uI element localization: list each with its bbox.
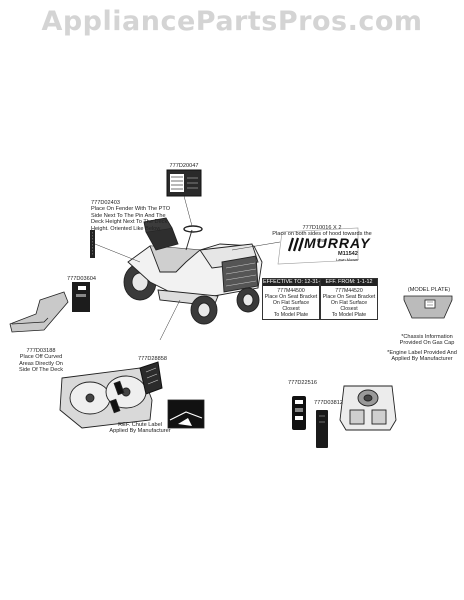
decal-777d03812 (316, 410, 328, 448)
note-engine-label: *Engine Label Provided And Applied By Ma… (387, 350, 457, 363)
decal-murray (277, 227, 359, 265)
murray-model: M11542 (338, 251, 358, 257)
effective-box-2-header: EFF. FROM: 1-1-12 (321, 279, 377, 286)
chute-label-diagram (167, 399, 205, 429)
effective-box-1-header: EFFECTIVE TO: 12-31-11 (263, 279, 326, 286)
part-label-777d03604: 777D03604 (67, 276, 96, 282)
dash-panel (339, 385, 397, 431)
decal-777d20047 (166, 169, 202, 197)
part-label-777d20047: 777D20047 (169, 163, 199, 169)
decal-777d02403 (90, 230, 95, 258)
mower-deck (59, 367, 153, 429)
part-label-ref-chute: REF. Chute Label Applied By Manufacturer (109, 422, 171, 435)
watermark: AppliancePartsPros.com (41, 6, 423, 37)
effective-box-1-text: 777M44500 Place On Seat Bracket On Flat … (264, 288, 318, 318)
decal-777d22516 (292, 396, 306, 430)
decal-777d28858 (139, 361, 163, 395)
part-label-777d03188: 777D03188 Place Off Curved Areas Directl… (18, 348, 64, 374)
part-label-777d03812: 777D03812 (314, 400, 343, 406)
effective-box-1: EFFECTIVE TO: 12-31-11 777M44500 Place O… (262, 278, 326, 320)
part-label-777d02403: 777D02403 Place On Fender With The PTO S… (91, 200, 171, 232)
tractor-illustration (123, 217, 263, 325)
effective-box-2: EFF. FROM: 1-1-12 777M44520 Place On Sea… (320, 278, 378, 320)
part-label-777d28858: 777D28858 (138, 356, 167, 362)
discharge-chute (9, 291, 69, 333)
note-chassis-info: *Chassis Information Provided On Gas Cap (399, 334, 455, 347)
part-label-777d10016: 777D10016 X 2 Place on both sides of hoo… (272, 225, 372, 244)
effective-box-2-text: 777M44520 Place On Seat Bracket On Flat … (322, 288, 376, 318)
murray-brand: MURRAY (304, 235, 371, 251)
decal-777d03604 (72, 282, 90, 312)
model-plate-illustration (403, 295, 453, 319)
part-label-777d22516: 777D22516 (288, 380, 317, 386)
part-label-model-plate: (MODEL PLATE) (407, 287, 451, 293)
murray-sub: Lawn Mower (336, 257, 359, 262)
